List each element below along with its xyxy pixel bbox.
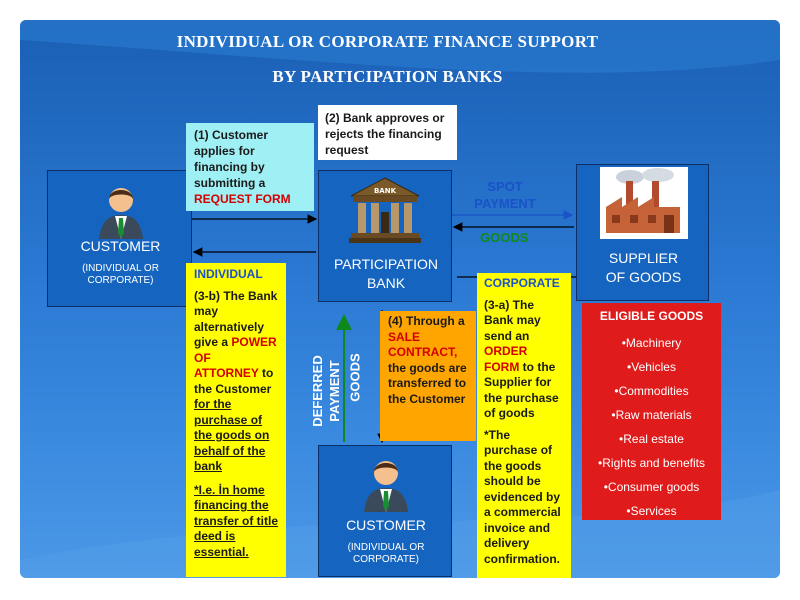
corporate-heading: CORPORATE: [484, 276, 560, 290]
businessman-icon: [364, 461, 408, 512]
step1-text: (1) Customer applies for financing by su…: [194, 128, 269, 190]
eligible-goods-item: •Machinery: [621, 336, 682, 350]
step2-note: (2) Bank approves or rejects the financi…: [318, 105, 457, 160]
customer-top-label: CUSTOMER: [80, 238, 161, 254]
individual-p1-a: (3-b) The Bank may alternatively give a: [194, 288, 278, 350]
eligible-goods-list: •Machinery •Vehicles •Commodities •Raw mate…: [582, 331, 721, 523]
step4-highlight: SALE CONTRACT,: [388, 329, 458, 360]
slide: INDIVIDUAL OR CORPORATE FINANCE SUPPORT …: [20, 20, 780, 578]
supplier-box: SUPPLIER OF GOODS: [576, 164, 709, 301]
corporate-p1-highlight: ORDER FORM: [484, 344, 528, 374]
bank-label-line2: BANK: [366, 275, 406, 291]
bank-label-line1: PARTICIPATION: [334, 256, 438, 272]
bank-building-icon: BANK: [349, 177, 421, 243]
individual-note-text: *I.e. İn home financing the transfer of …: [194, 482, 279, 559]
customer-bottom-sub: (INDIVIDUAL OR CORPORATE): [347, 542, 425, 565]
eligible-heading: ELIGIBLE GOODS: [599, 309, 704, 323]
step4-note: (4) Through a SALE CONTRACT, the goods a…: [380, 311, 476, 441]
step4-text-b: the goods are transferred to the Custome…: [388, 360, 467, 406]
individual-p1-highlight: POWER OF ATTORNEY: [194, 335, 277, 380]
bank-icon-text: BANK: [374, 187, 397, 195]
customer-box-bottom: CUSTOMER (INDIVIDUAL OR CORPORATE): [318, 445, 452, 577]
individual-note: INDIVIDUAL (3-b) The Bank may alternativ…: [186, 263, 286, 577]
individual-heading: INDIVIDUAL: [194, 267, 263, 281]
corporate-paragraph: (3-a) The Bank may send an ORDER FORM to…: [484, 298, 564, 422]
individual-p1-b: to the Customer: [194, 366, 274, 396]
corporate-note-text: *The purchase of the goods should be evi…: [484, 427, 561, 566]
step1-highlight: REQUEST FORM: [194, 192, 291, 206]
deferred-payment-label: DEFERRED PAYMENT: [310, 355, 342, 427]
supplier-label-line1: SUPPLIER: [608, 250, 679, 266]
corporate-p1-a: (3-a) The Bank may send an: [484, 297, 541, 343]
corporate-p1-b: to the Supplier for the purchase of good…: [484, 359, 559, 421]
eligible-goods-item: •Raw materials: [611, 408, 692, 422]
step1-note: (1) Customer applies for financing by su…: [186, 123, 314, 211]
goods-top-label: GOODS: [480, 230, 529, 245]
step4-text-a: (4) Through a: [388, 314, 465, 328]
corporate-note: CORPORATE (3-a) The Bank may send an ORD…: [477, 273, 571, 578]
factory-icon: [600, 167, 688, 239]
eligible-goods-box: ELIGIBLE GOODS •Machinery •Vehicles •Commo…: [582, 303, 721, 520]
eligible-goods-item: •Real estate: [619, 432, 684, 446]
individual-paragraph: (3-b) The Bank may alternatively give a …: [194, 289, 278, 475]
individual-p1-underline: for the purchase of the goods on behalf …: [194, 397, 270, 473]
businessman-icon: [99, 188, 143, 239]
eligible-goods-item: •Services: [626, 504, 677, 518]
customer-bottom-label: CUSTOMER: [346, 517, 426, 533]
supplier-label-line2: OF GOODS: [605, 269, 682, 285]
eligible-goods-item: •Consumer goods: [603, 480, 700, 494]
title-line-1: INDIVIDUAL OR CORPORATE FINANCE SUPPORT: [176, 32, 599, 51]
customer-box-top: CUSTOMER (INDIVIDUAL OR CORPORATE): [47, 170, 192, 307]
goods-vertical-label: GOODS: [347, 353, 363, 402]
bank-box: BANK PARTICIPATION BANK: [318, 170, 452, 302]
eligible-goods-item: •Rights and benefits: [598, 456, 705, 470]
eligible-goods-item: •Vehicles: [627, 360, 676, 374]
title-line-2: BY PARTICIPATION BANKS: [272, 67, 503, 86]
eligible-goods-item: •Commodities: [614, 384, 689, 398]
customer-top-sub: (INDIVIDUAL OR CORPORATE): [82, 263, 159, 286]
spot-payment-label: SPOT PAYMENT: [474, 179, 536, 211]
